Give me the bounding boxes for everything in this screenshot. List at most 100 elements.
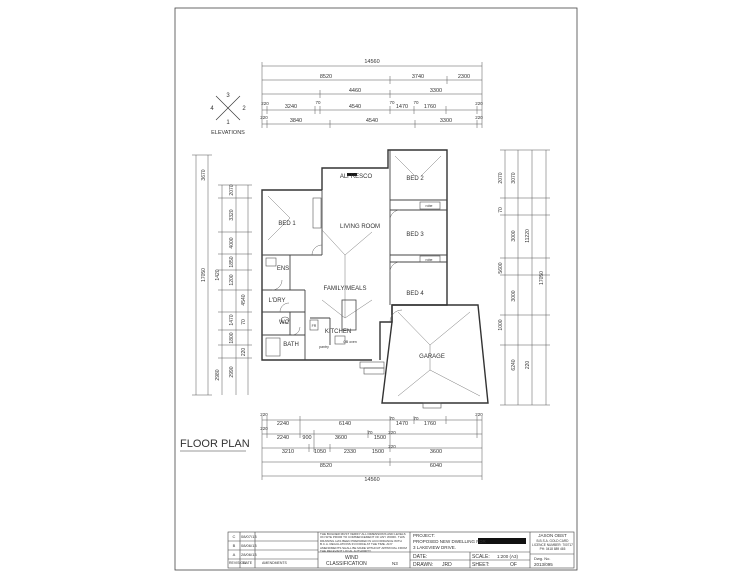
right-dim: 6240 [511, 359, 517, 370]
bottom-dim-r1: 220 [260, 412, 268, 417]
designer-name: JASON OBST [538, 533, 567, 538]
project-line1: PROPOSED NEW DWELLING FOR [413, 539, 486, 544]
room-label-ens: ENS [277, 266, 289, 272]
bottom-dimension-lines [261, 416, 483, 480]
top-dim-r3-5: 1470 [396, 104, 408, 110]
room-label-family: FAMILY/MEALS [324, 286, 367, 292]
drawn-label: DRAWN: [413, 562, 434, 568]
revision-date: 28/06/13 [241, 552, 257, 557]
bottom-dim-r2: 220 [388, 430, 396, 435]
room-label-bed2: BED 2 [406, 176, 424, 182]
bottom-dim-r1: 2240 [277, 421, 289, 427]
bottom-dim-r2: 220 [260, 426, 268, 431]
top-dim-r4-0: 220 [260, 115, 268, 120]
amendments-header: AMENDMENTS [262, 561, 287, 565]
top-dim-r2-1: 3300 [430, 88, 442, 94]
right-dim: 3070 [511, 172, 517, 183]
right-dim: 1000 [498, 319, 504, 330]
left-dim: 4540 [241, 294, 247, 305]
revision-code: A [232, 552, 236, 557]
overall-bottom-dim: 14560 [364, 477, 379, 483]
elevations-label: ELEVATIONS [211, 130, 245, 136]
room-label-wc: WC [279, 320, 290, 326]
project-label: PROJECT: [413, 533, 435, 538]
bottom-dim-r1: 1760 [424, 421, 436, 427]
top-dim-r3-7: 1760 [424, 104, 436, 110]
classification-value: N3 [392, 561, 398, 566]
room-label-bed1: BED 1 [278, 221, 296, 227]
sheet-value: OF [510, 562, 517, 568]
left-dim: 2990 [229, 366, 235, 377]
robe-outlines [312, 197, 441, 263]
drawing-title: FLOOR PLAN [180, 438, 250, 450]
left-dim: 3670 [201, 169, 207, 180]
room-label-living: LIVING ROOM [340, 224, 380, 230]
floor-plan: ALFRESCO BED 1 BED 2 BED 3 BED 4 LIVING … [261, 149, 489, 409]
bottom-dim-r1: 6140 [339, 421, 351, 427]
right-dim: 2070 [498, 172, 504, 183]
title-block-frame [227, 531, 575, 569]
right-dim: 3000 [511, 230, 517, 241]
bath-tub-icon [265, 337, 281, 357]
scale-value: 1:200 (A3) [497, 554, 519, 559]
sheet-label: SHEET: [472, 562, 490, 568]
roof-lines [267, 155, 481, 397]
right-dim: 5600 [498, 262, 504, 273]
top-dim-r1-1: 3740 [412, 74, 424, 80]
sheet-border [174, 7, 578, 571]
top-dim-r4-4: 220 [475, 115, 483, 120]
right-dim: 17050 [539, 271, 545, 285]
revision-header: REVISION [229, 561, 246, 565]
bottom-dim-r3: 1500 [372, 449, 384, 455]
pantry-label: pantry [319, 345, 329, 349]
bottom-dim-r2: 70 [367, 430, 373, 435]
dwg-no-label: Dwg. No. [534, 556, 551, 561]
room-label-bed4: BED 4 [406, 291, 424, 297]
overall-top-dim: 14560 [364, 59, 379, 65]
top-dim-r3-8: 220 [475, 101, 483, 106]
top-dim-r3-2: 70 [315, 100, 321, 105]
top-dim-r4-3: 3300 [440, 118, 452, 124]
toilet-icon [280, 316, 290, 324]
top-dim-r3-0: 220 [261, 101, 269, 106]
right-dim: 220 [525, 361, 531, 370]
top-dim-r4-1: 3840 [290, 118, 302, 124]
bottom-dim-r3: 3210 [282, 449, 294, 455]
room-label-bed3: BED 3 [406, 232, 424, 238]
fixtures [265, 257, 346, 357]
right-dim: 3000 [511, 290, 517, 301]
left-dim: 4000 [229, 237, 235, 248]
left-dim: 2070 [229, 184, 235, 195]
door-swings [271, 209, 403, 336]
bottom-dim-r1: 1470 [396, 421, 408, 427]
bottom-dim-r2: 1500 [374, 435, 386, 441]
bench-label: OB oven [343, 340, 357, 344]
room-label-garage: GARAGE [419, 354, 445, 360]
left-dim: 1200 [229, 274, 235, 285]
room-label-bath: BATH [283, 342, 299, 348]
project-line2: 3 LAKEVIEW DRIVE. [413, 545, 457, 550]
elevation-number: 1 [226, 120, 230, 126]
top-dim-r3-6: 70 [413, 100, 419, 105]
room-label-alfresco: ALFRESCO [340, 174, 373, 180]
designer-line2: B.B.S.A. GOLD CARD [536, 539, 569, 543]
bottom-dim-r3: 220 [388, 444, 396, 449]
right-dim: 70 [498, 207, 504, 213]
date-header: DATE [243, 561, 253, 565]
top-dim-r3-1: 3240 [285, 104, 297, 110]
classification-label: CLASSIFICATION [326, 561, 367, 567]
builder-note: THE BUILDER MUST VERIFY ALL DIMENSIONS A… [320, 532, 407, 554]
bottom-dim-r4: 6040 [430, 463, 442, 469]
top-dim-r1-0: 8520 [320, 74, 332, 80]
designer-line4: PH: 0418 889 465 [539, 547, 566, 551]
date-label: DATE: [413, 554, 428, 560]
left-dim: 1850 [229, 256, 235, 267]
elevation-number: 2 [242, 106, 246, 112]
robe-label: robe [425, 204, 432, 208]
revision-code: C [232, 534, 236, 539]
left-dim: 1420 [215, 269, 221, 280]
robe-label: robe [425, 258, 432, 262]
left-dimension-lines [192, 154, 252, 396]
